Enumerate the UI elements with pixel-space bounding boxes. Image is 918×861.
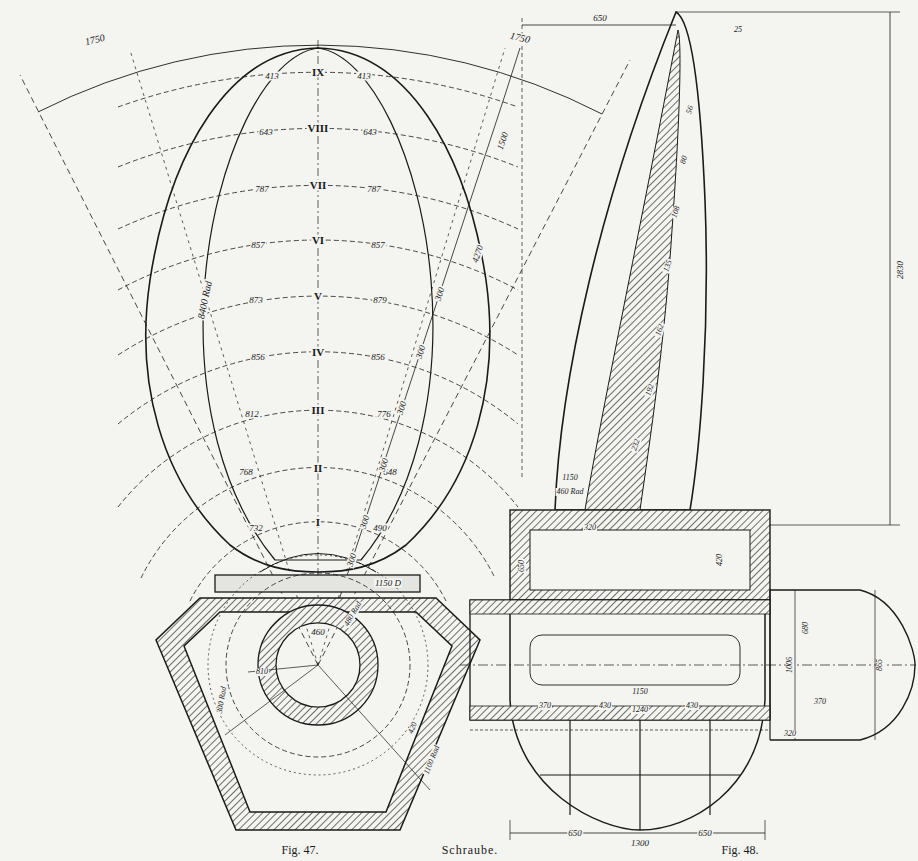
- dimension-label: 1006: [786, 656, 794, 674]
- dimension-label: 460: [310, 628, 326, 637]
- dimension-label: 857: [250, 241, 266, 250]
- dimension-label: 192: [644, 382, 656, 398]
- dimension-label: 162: [654, 322, 666, 338]
- dimension-label: 370: [813, 698, 827, 706]
- figure-caption: Schraube.: [441, 844, 500, 856]
- dimension-label: 300: [414, 343, 427, 361]
- dimension-label: 108: [670, 204, 682, 220]
- dimension-label: 879: [372, 296, 388, 305]
- dimension-label: 1100 Rad: [422, 744, 442, 777]
- dimension-label: 1300: [630, 839, 650, 848]
- section-number: IX: [311, 67, 325, 78]
- dimension-label: 857: [370, 241, 386, 250]
- dimension-label: 812: [244, 410, 260, 419]
- dimension-label: 56: [685, 104, 696, 116]
- dimension-label: 1750: [508, 30, 532, 45]
- dimension-label: 1150: [631, 688, 648, 696]
- section-number: III: [311, 405, 326, 416]
- dimension-label: 460 Rad: [556, 488, 585, 496]
- dimension-label: 413: [264, 72, 280, 81]
- dimension-label: 490: [372, 524, 388, 533]
- dimension-label: 4270: [471, 243, 486, 265]
- dimension-label: 300: [358, 513, 371, 531]
- section-number: VIII: [307, 123, 330, 134]
- dimension-label: 856: [250, 353, 266, 362]
- dimension-label: 1150: [561, 474, 578, 482]
- dimension-label: 768: [238, 468, 254, 477]
- dimension-label: 1240: [631, 706, 649, 714]
- dimension-label: 810: [255, 668, 269, 676]
- dimension-label: 300 Rad: [216, 685, 229, 715]
- dimension-label: 370: [538, 702, 552, 710]
- dimension-label: 420: [407, 720, 420, 736]
- dimension-label: 787: [254, 185, 270, 194]
- dimension-label: 480 Rad: [342, 599, 363, 628]
- dimension-label: 650: [518, 559, 526, 573]
- dimension-label: 8400 Rad: [196, 279, 214, 321]
- section-number: IV: [311, 347, 325, 358]
- dimension-label: 320: [783, 730, 797, 738]
- dimension-label: 413: [356, 72, 372, 81]
- dimension-label: 135: [662, 258, 674, 274]
- dimension-label: 856: [370, 353, 386, 362]
- dimension-label: 232: [630, 437, 642, 453]
- dimension-label: 643: [362, 128, 378, 137]
- dimension-label: 320: [583, 524, 597, 532]
- dimension-label: 732: [248, 524, 264, 533]
- figure-number: Fig. 47.: [280, 844, 319, 856]
- section-number: VII: [309, 180, 328, 191]
- dimension-label: 430: [685, 702, 699, 710]
- dimension-label: 680: [802, 621, 810, 635]
- dimension-label: 300: [395, 399, 408, 417]
- dimension-label: 1500: [496, 130, 511, 152]
- dimension-label: 80: [679, 154, 690, 166]
- dimension-label: 650: [567, 829, 583, 838]
- dimension-label: 865: [876, 658, 884, 672]
- dimension-label: 643: [258, 128, 274, 137]
- dimension-label: 776: [376, 410, 392, 419]
- figure-number: Fig. 48.: [720, 844, 759, 856]
- dimension-label: 873: [248, 296, 264, 305]
- dimension-label: 430: [598, 702, 612, 710]
- dimension-label: 25: [733, 26, 743, 34]
- dimension-label: 300: [345, 551, 358, 569]
- dimension-label: 1750: [83, 32, 107, 47]
- section-number: VI: [311, 235, 325, 246]
- section-number: V: [313, 291, 323, 302]
- dimension-label: 300: [433, 285, 446, 303]
- dimension-label: 650: [697, 829, 713, 838]
- dimension-label: 650: [592, 14, 608, 23]
- dimension-label: 787: [366, 185, 382, 194]
- section-number: I: [315, 517, 321, 528]
- section-number: II: [313, 463, 324, 474]
- dimension-label: 2830: [896, 260, 905, 280]
- dimension-label: 420: [716, 553, 724, 567]
- dimension-label: 1150 D: [374, 579, 402, 588]
